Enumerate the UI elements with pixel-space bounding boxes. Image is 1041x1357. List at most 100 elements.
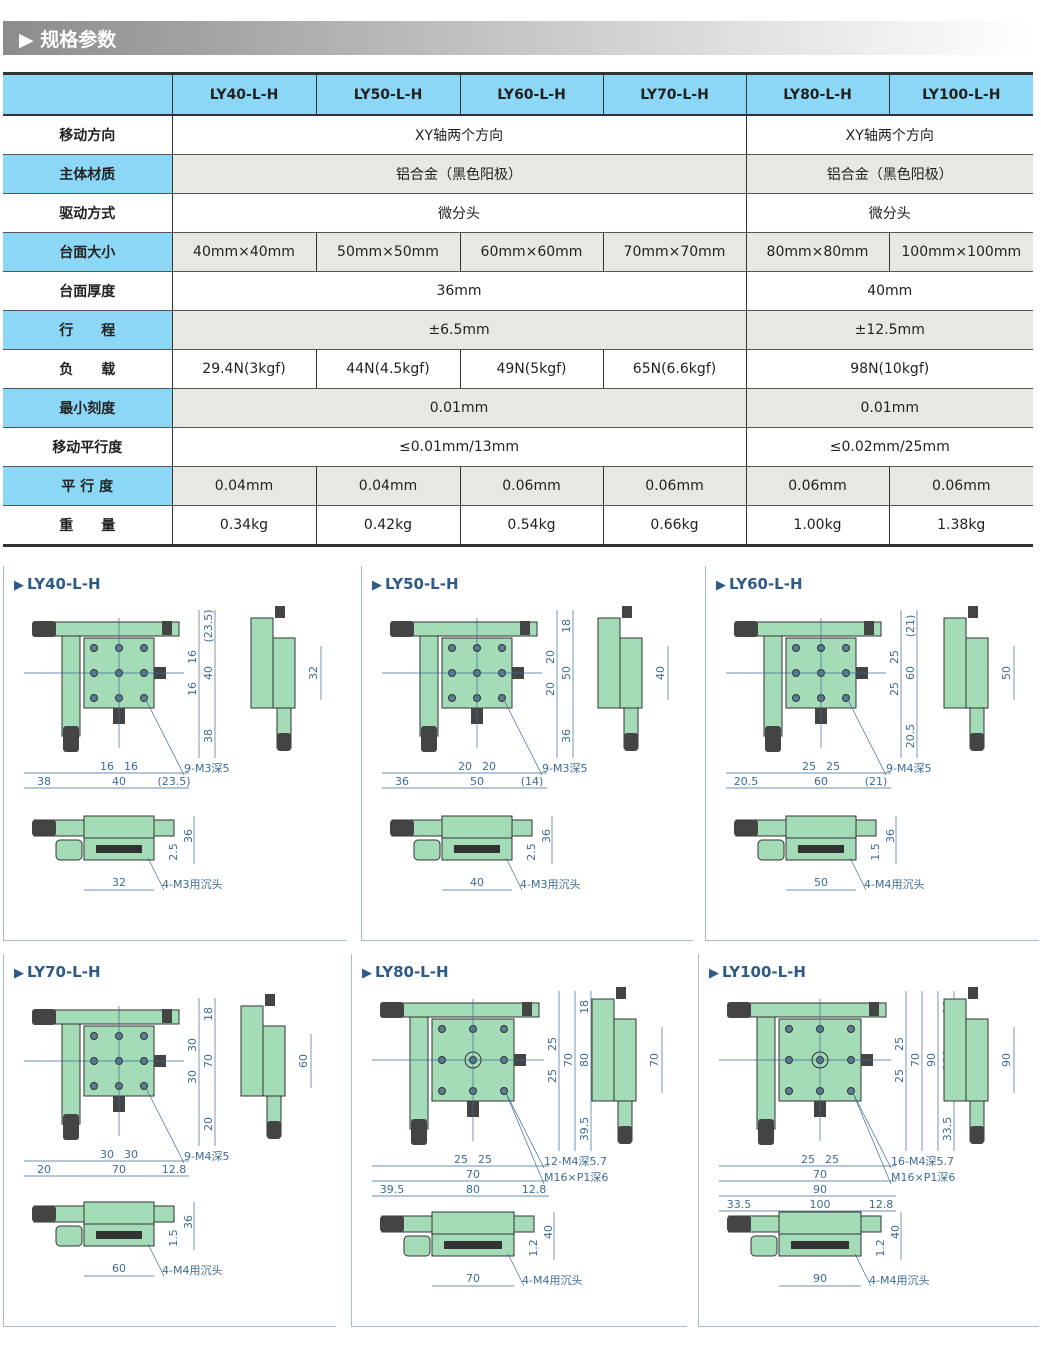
row-label: 平 行 度 (3, 466, 173, 506)
hole-note: M16×P1深6 (891, 1171, 955, 1184)
dimension-label: 90 (813, 1183, 827, 1196)
dimension-label: 70 (909, 1053, 922, 1067)
dimension-label: 60 (814, 775, 828, 788)
spec-value: 40mm (746, 271, 1033, 311)
dimension-label: 100 (810, 1198, 831, 1211)
section-banner: ▶ 规格参数 (3, 21, 1033, 55)
dimension-label: 36 (560, 729, 573, 743)
dimension-label: 25 (893, 1037, 906, 1051)
mount-note: 4-M3用沉头 (520, 878, 580, 891)
dimension-label: 70 (202, 1054, 215, 1068)
side-view (240, 994, 312, 1139)
spec-value: 50mm×50mm (316, 232, 461, 272)
dimension-label: 70 (466, 1168, 480, 1181)
dimension-label: 25 (546, 1037, 559, 1051)
top-view (382, 618, 542, 752)
dimension-label: 60 (297, 1054, 310, 1068)
dimension-label: 50 (560, 666, 573, 680)
dimension-label: 38 (37, 775, 51, 788)
spec-value: 100mm×100mm (889, 232, 1033, 272)
dimension-label: 36 (884, 829, 897, 843)
dimension-label: 1.2 (874, 1239, 887, 1257)
spec-value: 1.38kg (889, 505, 1033, 547)
row-label: 台面大小 (3, 232, 173, 272)
dimension-label: 90 (1000, 1053, 1013, 1067)
drawing-title: ▶LY60-L-H (716, 575, 803, 593)
spec-value: ±12.5mm (746, 310, 1033, 350)
spec-value: XY轴两个方向 (746, 115, 1033, 155)
dimension-label: 16 (100, 760, 114, 773)
front-view (32, 815, 195, 891)
dimension-label: 20.5 (904, 724, 917, 749)
dimension-label: 39.5 (578, 1117, 591, 1142)
row-label: 驱动方式 (3, 193, 173, 233)
spec-value: 铝合金（黑色阳极） (746, 154, 1033, 194)
model-header: LY80-L-H (746, 72, 890, 116)
dimension-label: 30 (124, 1148, 138, 1161)
top-view (372, 999, 544, 1145)
drawing-title: ▶LY70-L-H (14, 963, 101, 981)
dimension-label: 80 (578, 1053, 591, 1067)
drawing-title-text: LY40-L-H (27, 575, 101, 593)
row-label: 移动平行度 (3, 427, 173, 467)
drawing-title: ▶LY100-L-H (709, 963, 806, 981)
triangle-icon: ▶ (362, 966, 372, 981)
dimension-label: 25 (826, 760, 840, 773)
dimension-label: 36 (395, 775, 409, 788)
triangle-icon: ▶ (716, 578, 726, 593)
drawing-title: ▶LY80-L-H (362, 963, 449, 981)
dimension-label: 70 (648, 1053, 661, 1067)
dimension-label: 50 (470, 775, 484, 788)
mount-note: 4-M4用沉头 (864, 878, 924, 891)
spec-value: 1.00kg (746, 505, 890, 547)
spec-value: 0.66kg (603, 505, 747, 547)
row-label: 主体材质 (3, 154, 173, 194)
technical-drawing: 252570901810033.52525709033.510012.816-M… (719, 987, 1015, 1287)
hole-note: 16-M4深5.7 (891, 1155, 954, 1168)
drawing-title: ▶LY40-L-H (14, 575, 101, 593)
spec-value: 0.54kg (460, 505, 604, 547)
drawing-title-text: LY80-L-H (375, 963, 449, 981)
dimension-label: 70 (112, 1163, 126, 1176)
mount-note: 4-M4用沉头 (869, 1274, 929, 1287)
spec-value: 60mm×60mm (460, 232, 604, 272)
dimension-label: 60 (904, 666, 917, 680)
spec-value: 微分头 (746, 193, 1033, 233)
top-view (719, 999, 891, 1145)
dimension-label: 20 (544, 650, 557, 664)
dimension-label: 18 (578, 1000, 591, 1014)
dimension-label: 25 (478, 1153, 492, 1166)
spec-value: 0.06mm (603, 466, 747, 506)
spec-value: 80mm×80mm (746, 232, 890, 272)
spec-value: 0.04mm (172, 466, 317, 506)
top-view (24, 618, 184, 752)
dimension-label: 40 (889, 1225, 902, 1239)
dimension-label: (23.5) (202, 609, 215, 642)
dimension-label: 25 (893, 1069, 906, 1083)
side-view (250, 606, 322, 751)
dimension-label: 12.8 (522, 1183, 547, 1196)
dimension-label: 25 (802, 760, 816, 773)
model-header: LY40-L-H (172, 72, 317, 116)
dimension-label: 12.8 (162, 1163, 187, 1176)
row-label: 台面厚度 (3, 271, 173, 311)
spec-value: 29.4N(3kgf) (172, 349, 317, 389)
row-label: 最小刻度 (3, 388, 173, 428)
dimension-label: 70 (562, 1053, 575, 1067)
dimension-label: 30 (186, 1070, 199, 1084)
side-view (943, 987, 1015, 1144)
dimension-label: 12.8 (869, 1198, 894, 1211)
dimension-label: 20 (544, 682, 557, 696)
model-header: LY60-L-H (460, 72, 604, 116)
